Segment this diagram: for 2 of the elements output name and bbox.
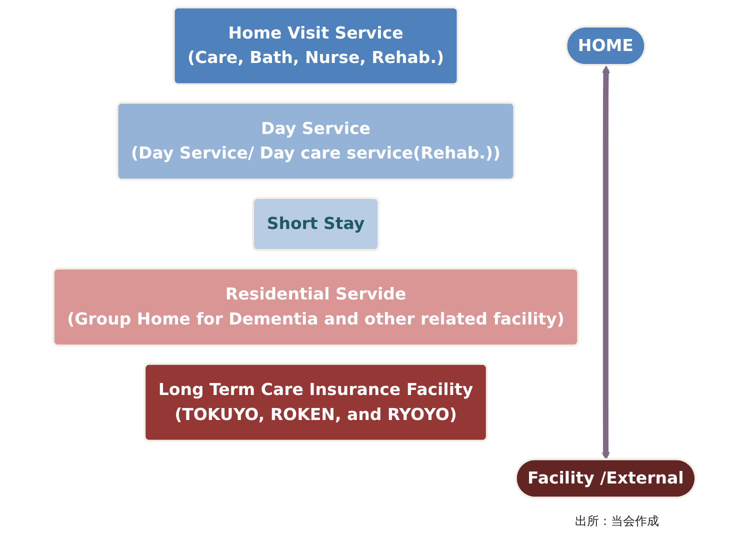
source-note: 出所：当会作成 (575, 513, 659, 530)
double-arrow (602, 66, 610, 460)
